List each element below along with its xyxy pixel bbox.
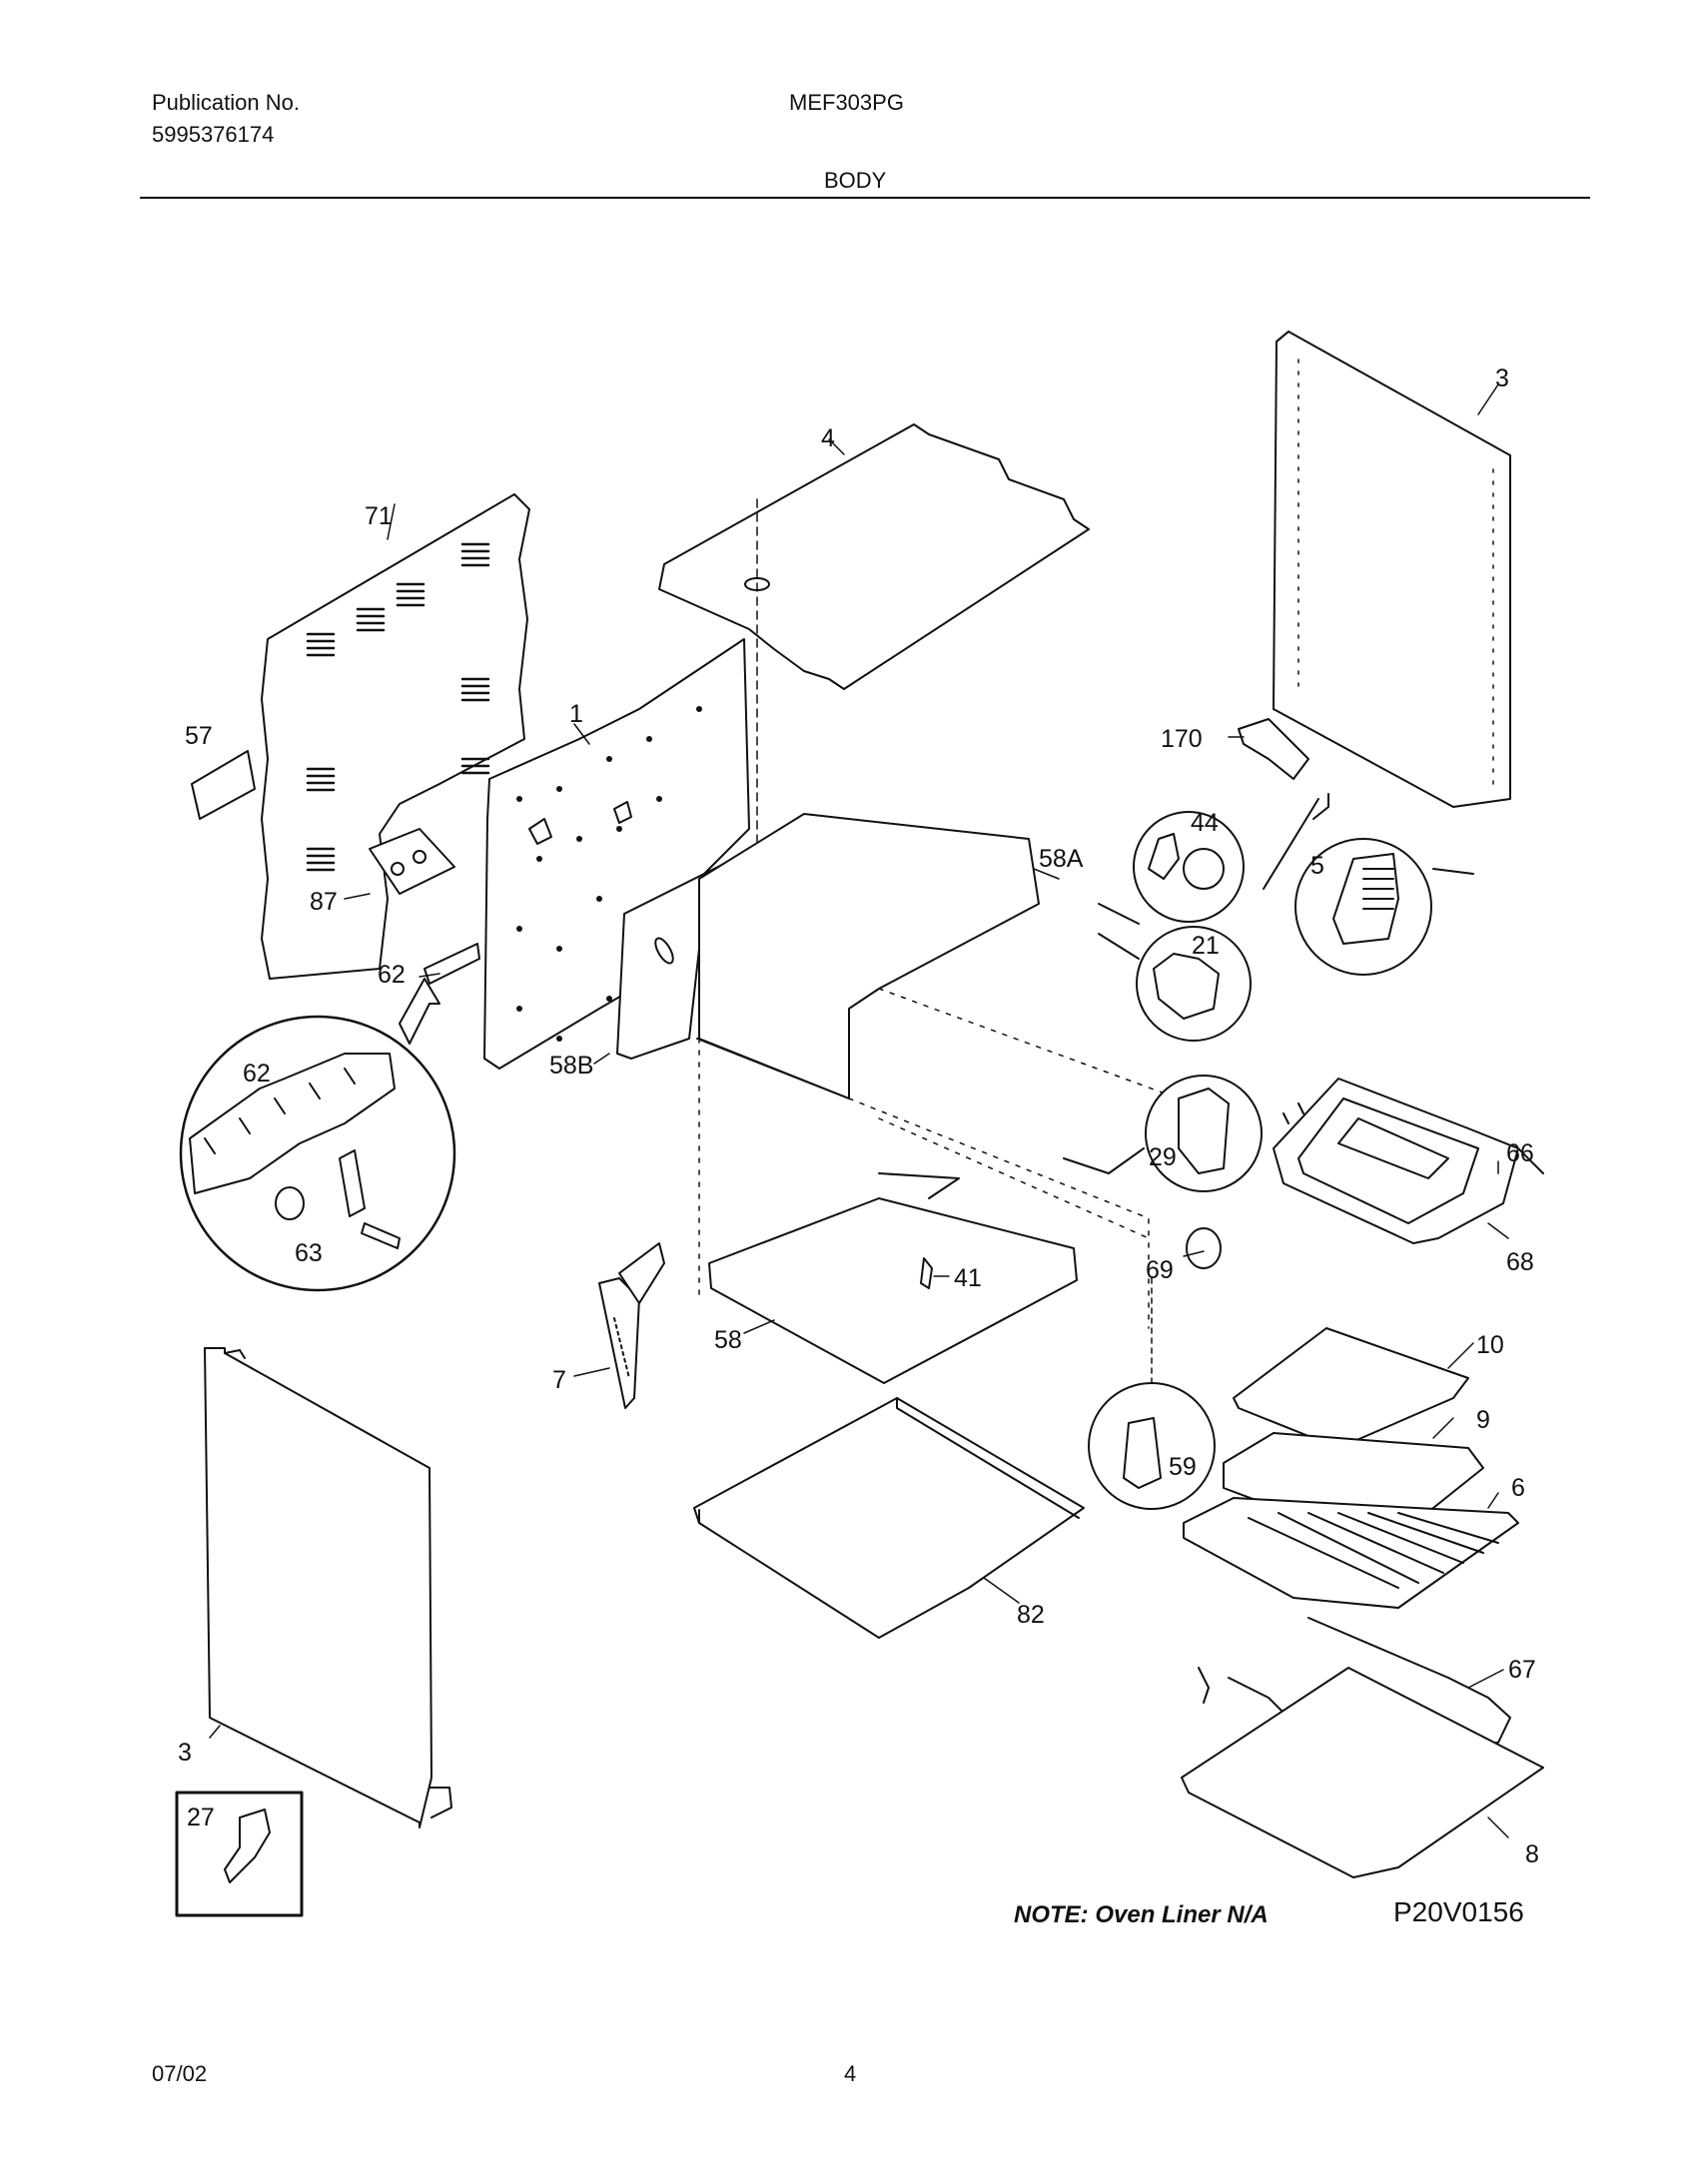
label-69: 69	[1146, 1256, 1174, 1284]
label-63: 63	[295, 1239, 323, 1267]
label-5: 5	[1310, 852, 1324, 880]
label-71: 71	[365, 502, 393, 530]
label-29: 29	[1149, 1143, 1177, 1171]
label-44: 44	[1191, 809, 1219, 837]
section-title: BODY	[824, 168, 887, 193]
diagram-code: P20V0156	[1393, 1896, 1524, 1927]
label-59: 59	[1169, 1453, 1197, 1481]
part-8-plate	[1181, 1667, 1544, 1878]
footer-date: 07/02	[152, 2061, 208, 2086]
side-panel-left	[204, 1347, 452, 1828]
diagram-note: NOTE: Oven Liner N/A	[1014, 1901, 1269, 1928]
publication-number: 5995376174	[152, 122, 275, 147]
bottom-tray	[693, 1397, 1085, 1639]
part-57	[191, 750, 256, 820]
publication-label: Publication No.	[152, 90, 300, 115]
label-1: 1	[569, 700, 583, 728]
label-68: 68	[1506, 1248, 1534, 1276]
part-27-box	[175, 1791, 304, 1917]
top-panel	[658, 423, 1090, 900]
model-number: MEF303PG	[789, 90, 904, 115]
leader-lines	[209, 383, 1509, 1838]
oven-cavity-outline	[698, 988, 1180, 1329]
label-87: 87	[310, 888, 338, 916]
label-41: 41	[954, 1264, 982, 1292]
label-82: 82	[1017, 1601, 1045, 1629]
page-number: 4	[844, 2061, 857, 2086]
label-9: 9	[1476, 1406, 1490, 1434]
label-3-left: 3	[178, 1739, 192, 1767]
oven-bottom	[708, 1172, 1078, 1384]
inset-21	[1098, 926, 1252, 1042]
label-8: 8	[1525, 1840, 1539, 1868]
label-58: 58	[714, 1326, 742, 1354]
label-21: 21	[1192, 932, 1220, 960]
inset-44	[1098, 811, 1245, 925]
inset-62-63	[179, 978, 456, 1292]
header-rule	[140, 197, 1590, 199]
broil-element	[1273, 1078, 1544, 1244]
label-62-inset: 62	[243, 1060, 271, 1088]
label-62: 62	[378, 961, 406, 989]
label-10: 10	[1476, 1331, 1504, 1359]
label-58b: 58B	[549, 1052, 593, 1080]
inset-59	[1088, 1277, 1216, 1510]
part-41-clip	[920, 1257, 933, 1289]
label-3-right: 3	[1495, 364, 1509, 392]
label-7: 7	[552, 1366, 566, 1394]
label-58a: 58A	[1039, 845, 1084, 873]
part-170-clip	[1238, 718, 1309, 780]
label-4: 4	[821, 424, 835, 452]
label-6: 6	[1511, 1474, 1525, 1502]
door-hinge	[598, 1242, 665, 1409]
label-170: 170	[1161, 725, 1203, 753]
inset-5	[1263, 793, 1474, 976]
oven-wrap	[616, 813, 1040, 1099]
inset-29	[1063, 1075, 1263, 1192]
back-panel	[261, 493, 530, 980]
label-57: 57	[185, 722, 213, 750]
label-67: 67	[1508, 1656, 1536, 1684]
part-10-plate	[1233, 1327, 1469, 1449]
part-62-bar	[424, 943, 480, 985]
oven-rack	[1183, 1497, 1519, 1609]
label-27: 27	[187, 1804, 215, 1831]
part-69-plug	[1186, 1227, 1222, 1269]
side-panel-right	[1273, 331, 1511, 808]
label-66: 66	[1506, 1139, 1534, 1167]
